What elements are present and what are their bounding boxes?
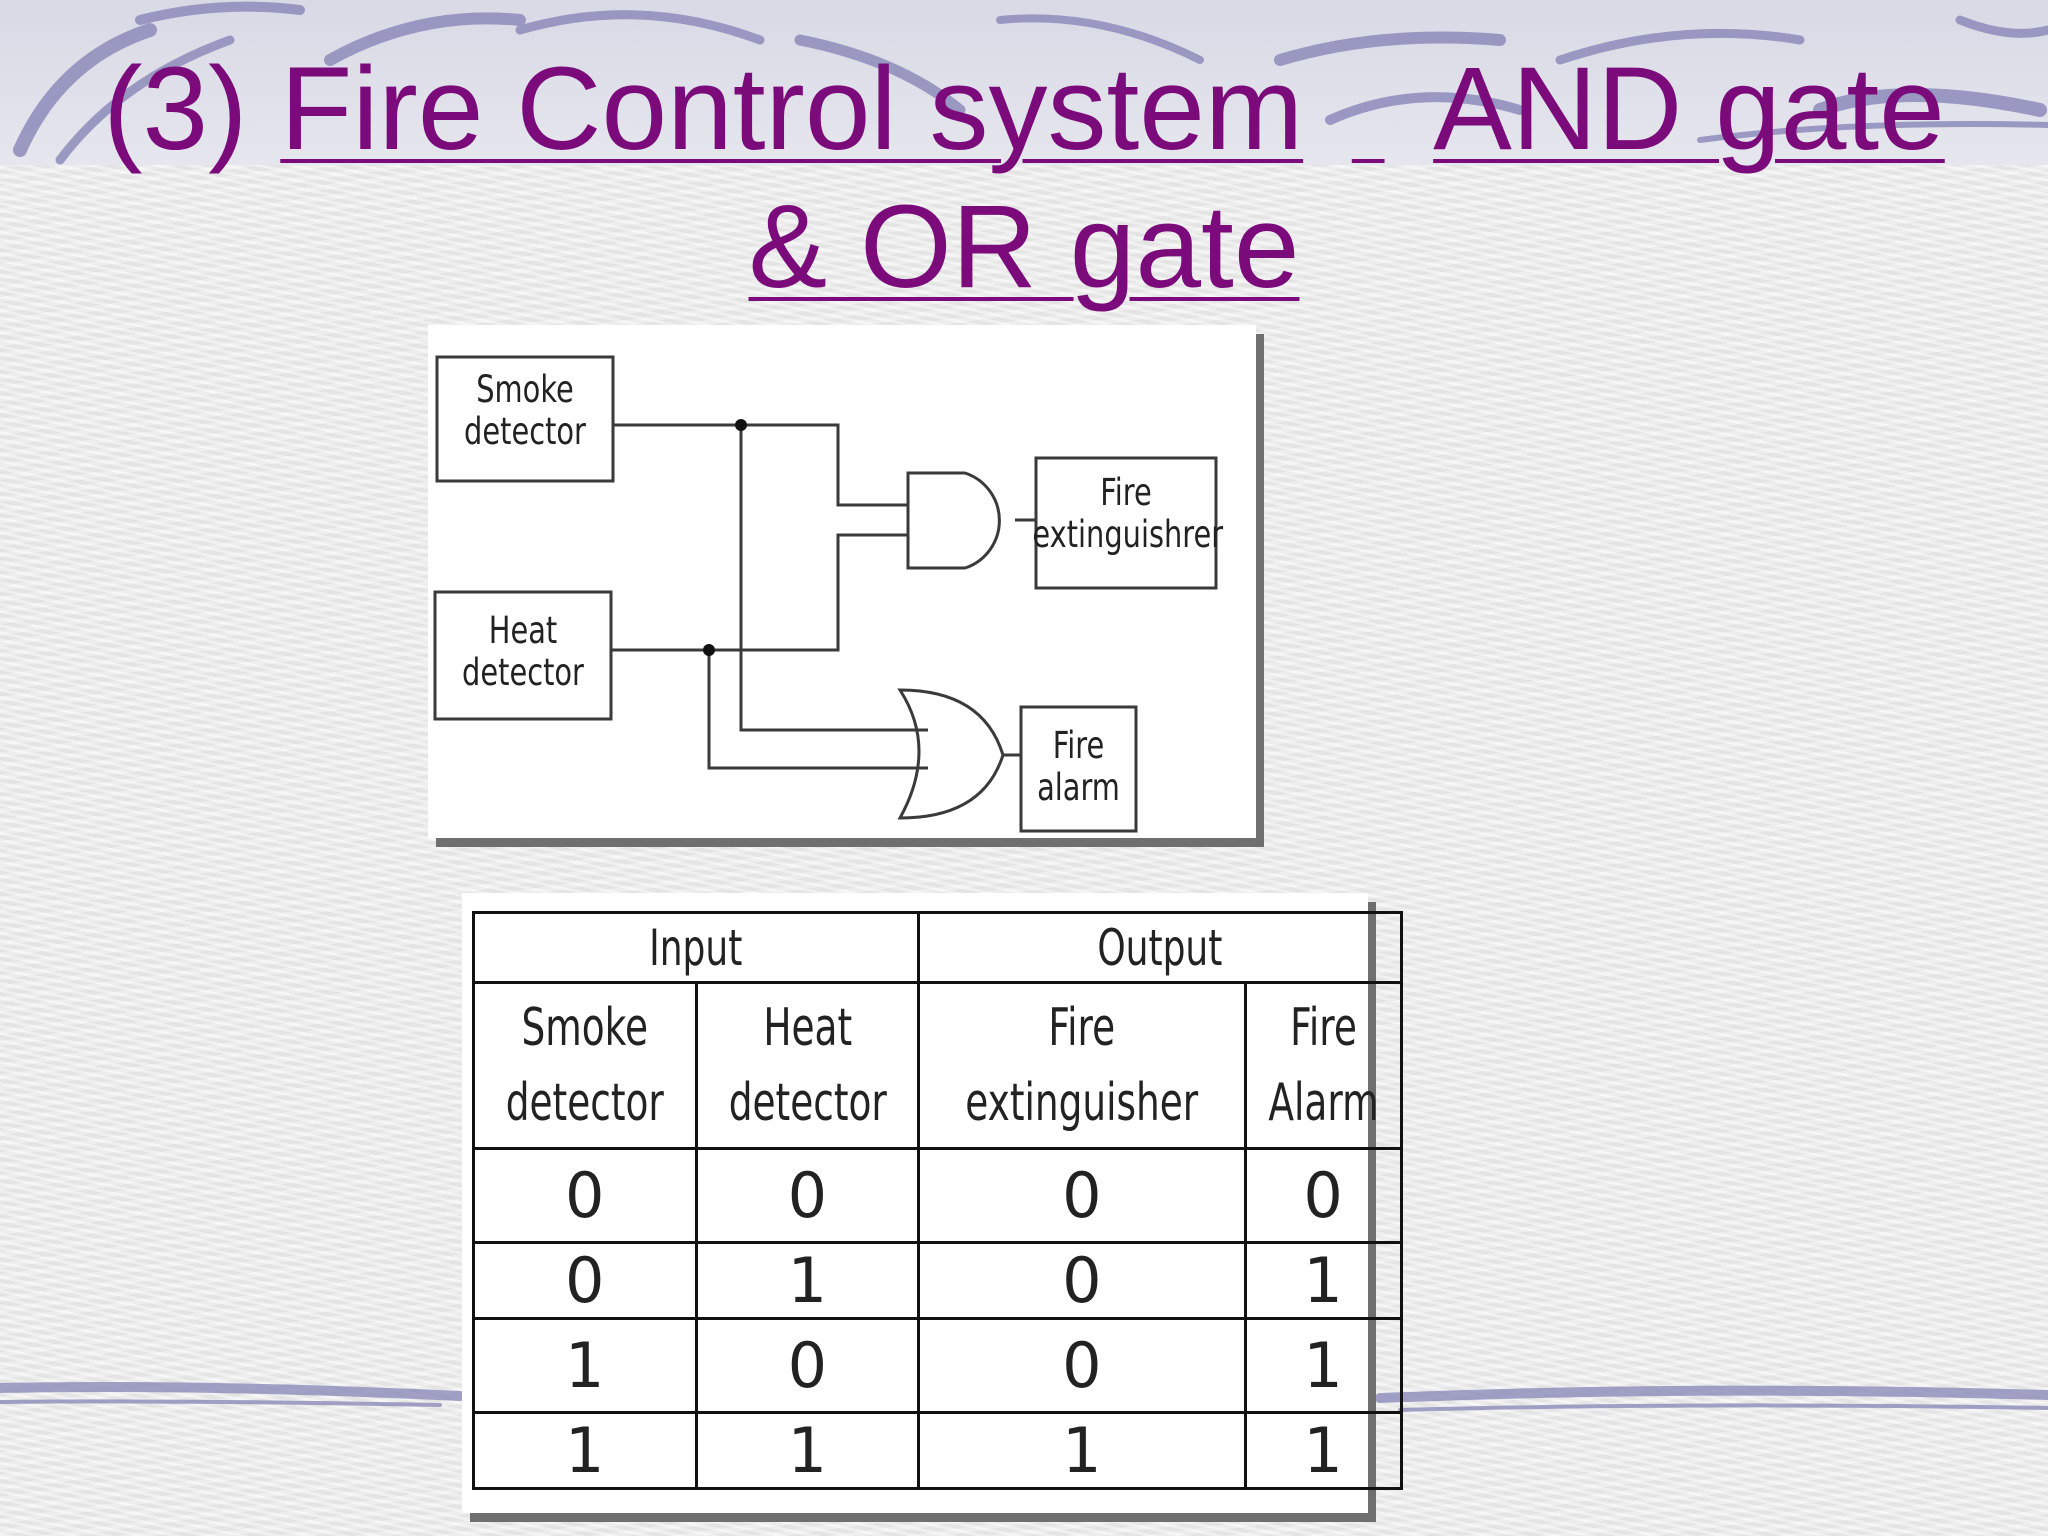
- table-cell: 0: [917, 1241, 1247, 1320]
- wire-heat-out: [611, 533, 908, 652]
- col-smoke-line1: Smoke: [521, 997, 649, 1058]
- col-smoke-line2: detector: [505, 1072, 664, 1133]
- heat-label-line2: detector: [462, 651, 584, 694]
- table-cell: 0: [1243, 1147, 1403, 1244]
- col-header-heat: Heat detector: [694, 981, 921, 1150]
- input-group-header: Input: [471, 911, 921, 984]
- heat-detector-label: Heat detector: [454, 610, 591, 694]
- logic-circuit-diagram: Smoke detector Heat detector Fire exting…: [428, 325, 1256, 838]
- fire-alarm-label: Fire alarm: [1034, 725, 1124, 809]
- col-extinguisher-line1: Fire: [1048, 997, 1116, 1058]
- and-gate: [906, 471, 1001, 570]
- title-line-2: & OR gate: [748, 181, 1300, 313]
- title-prefix: (3): [103, 43, 248, 175]
- title-part-2: AND gate: [1433, 43, 1945, 175]
- wire-heat-tap: [707, 650, 928, 770]
- table-cell: 0: [472, 1241, 698, 1320]
- table-cell: 1: [917, 1411, 1247, 1490]
- wire-smoke-out: [613, 423, 908, 507]
- slide-title: (3) Fire Control system AND gate & OR ga…: [0, 40, 2048, 316]
- col-extinguisher-line2: extinguisher: [965, 1072, 1199, 1133]
- col-header-smoke: Smoke detector: [472, 981, 698, 1150]
- alarm-label-line1: Fire: [1052, 724, 1105, 767]
- table-row: 1 1 1 1: [472, 1411, 1403, 1490]
- output-group-header: Output: [917, 911, 1403, 984]
- table-cell: 0: [917, 1147, 1247, 1244]
- output-header-text: Output: [1097, 918, 1223, 977]
- table-cell: 0: [694, 1147, 921, 1244]
- extinguisher-label-line2: extinguishrer: [1032, 513, 1224, 556]
- table-cell: 1: [694, 1411, 921, 1490]
- title-part-1: Fire Control system: [280, 43, 1304, 175]
- smoke-label-line1: Smoke: [476, 368, 574, 411]
- smoke-detector-label: Smoke detector: [456, 369, 593, 453]
- col-heat-line1: Heat: [762, 997, 852, 1058]
- circuit-svg: [433, 355, 1218, 833]
- table-cell: 1: [1243, 1411, 1403, 1490]
- heat-detector-box: [433, 590, 613, 721]
- fire-extinguisher-box: [1034, 456, 1218, 590]
- junction-dot-smoke: [735, 419, 747, 431]
- col-alarm-line2: Alarm: [1268, 1072, 1379, 1133]
- table-row: 1 0 0 1: [472, 1317, 1403, 1414]
- col-heat-text: Heat detector: [728, 991, 886, 1141]
- junction-dot-heat: [703, 644, 715, 656]
- table-cell: 1: [1243, 1241, 1403, 1320]
- heat-label-line1: Heat: [488, 609, 558, 652]
- table-cell: 1: [1243, 1317, 1403, 1414]
- col-extinguisher-text: Fire extinguisher: [965, 991, 1198, 1141]
- col-header-extinguisher: Fire extinguisher: [917, 981, 1247, 1150]
- fire-alarm-box: [1019, 705, 1138, 833]
- table-cell: 1: [694, 1241, 921, 1320]
- or-gate: [897, 688, 1005, 820]
- wire-smoke-tap: [739, 425, 928, 732]
- table-row: 0 1 0 1: [472, 1241, 1403, 1320]
- alarm-label-line2: alarm: [1037, 766, 1120, 809]
- input-header-text: Input: [649, 918, 743, 977]
- fire-extinguisher-label: Fire extinguishrer: [1032, 471, 1224, 556]
- table-cell: 0: [694, 1317, 921, 1414]
- table-cell: 0: [472, 1147, 698, 1244]
- smoke-label-line2: detector: [464, 410, 586, 453]
- extinguisher-label-line1: Fire: [1100, 471, 1152, 514]
- table-cell: 0: [917, 1317, 1247, 1414]
- table-row: 0 0 0 0: [472, 1147, 1403, 1244]
- table-cell: 1: [472, 1411, 698, 1490]
- col-smoke-text: Smoke detector: [506, 991, 664, 1141]
- col-heat-line2: detector: [728, 1072, 887, 1133]
- title-gap: [1303, 40, 1433, 178]
- smoke-detector-box: [435, 355, 615, 483]
- table-cell: 1: [472, 1317, 698, 1414]
- col-alarm-line1: Fire: [1289, 997, 1357, 1058]
